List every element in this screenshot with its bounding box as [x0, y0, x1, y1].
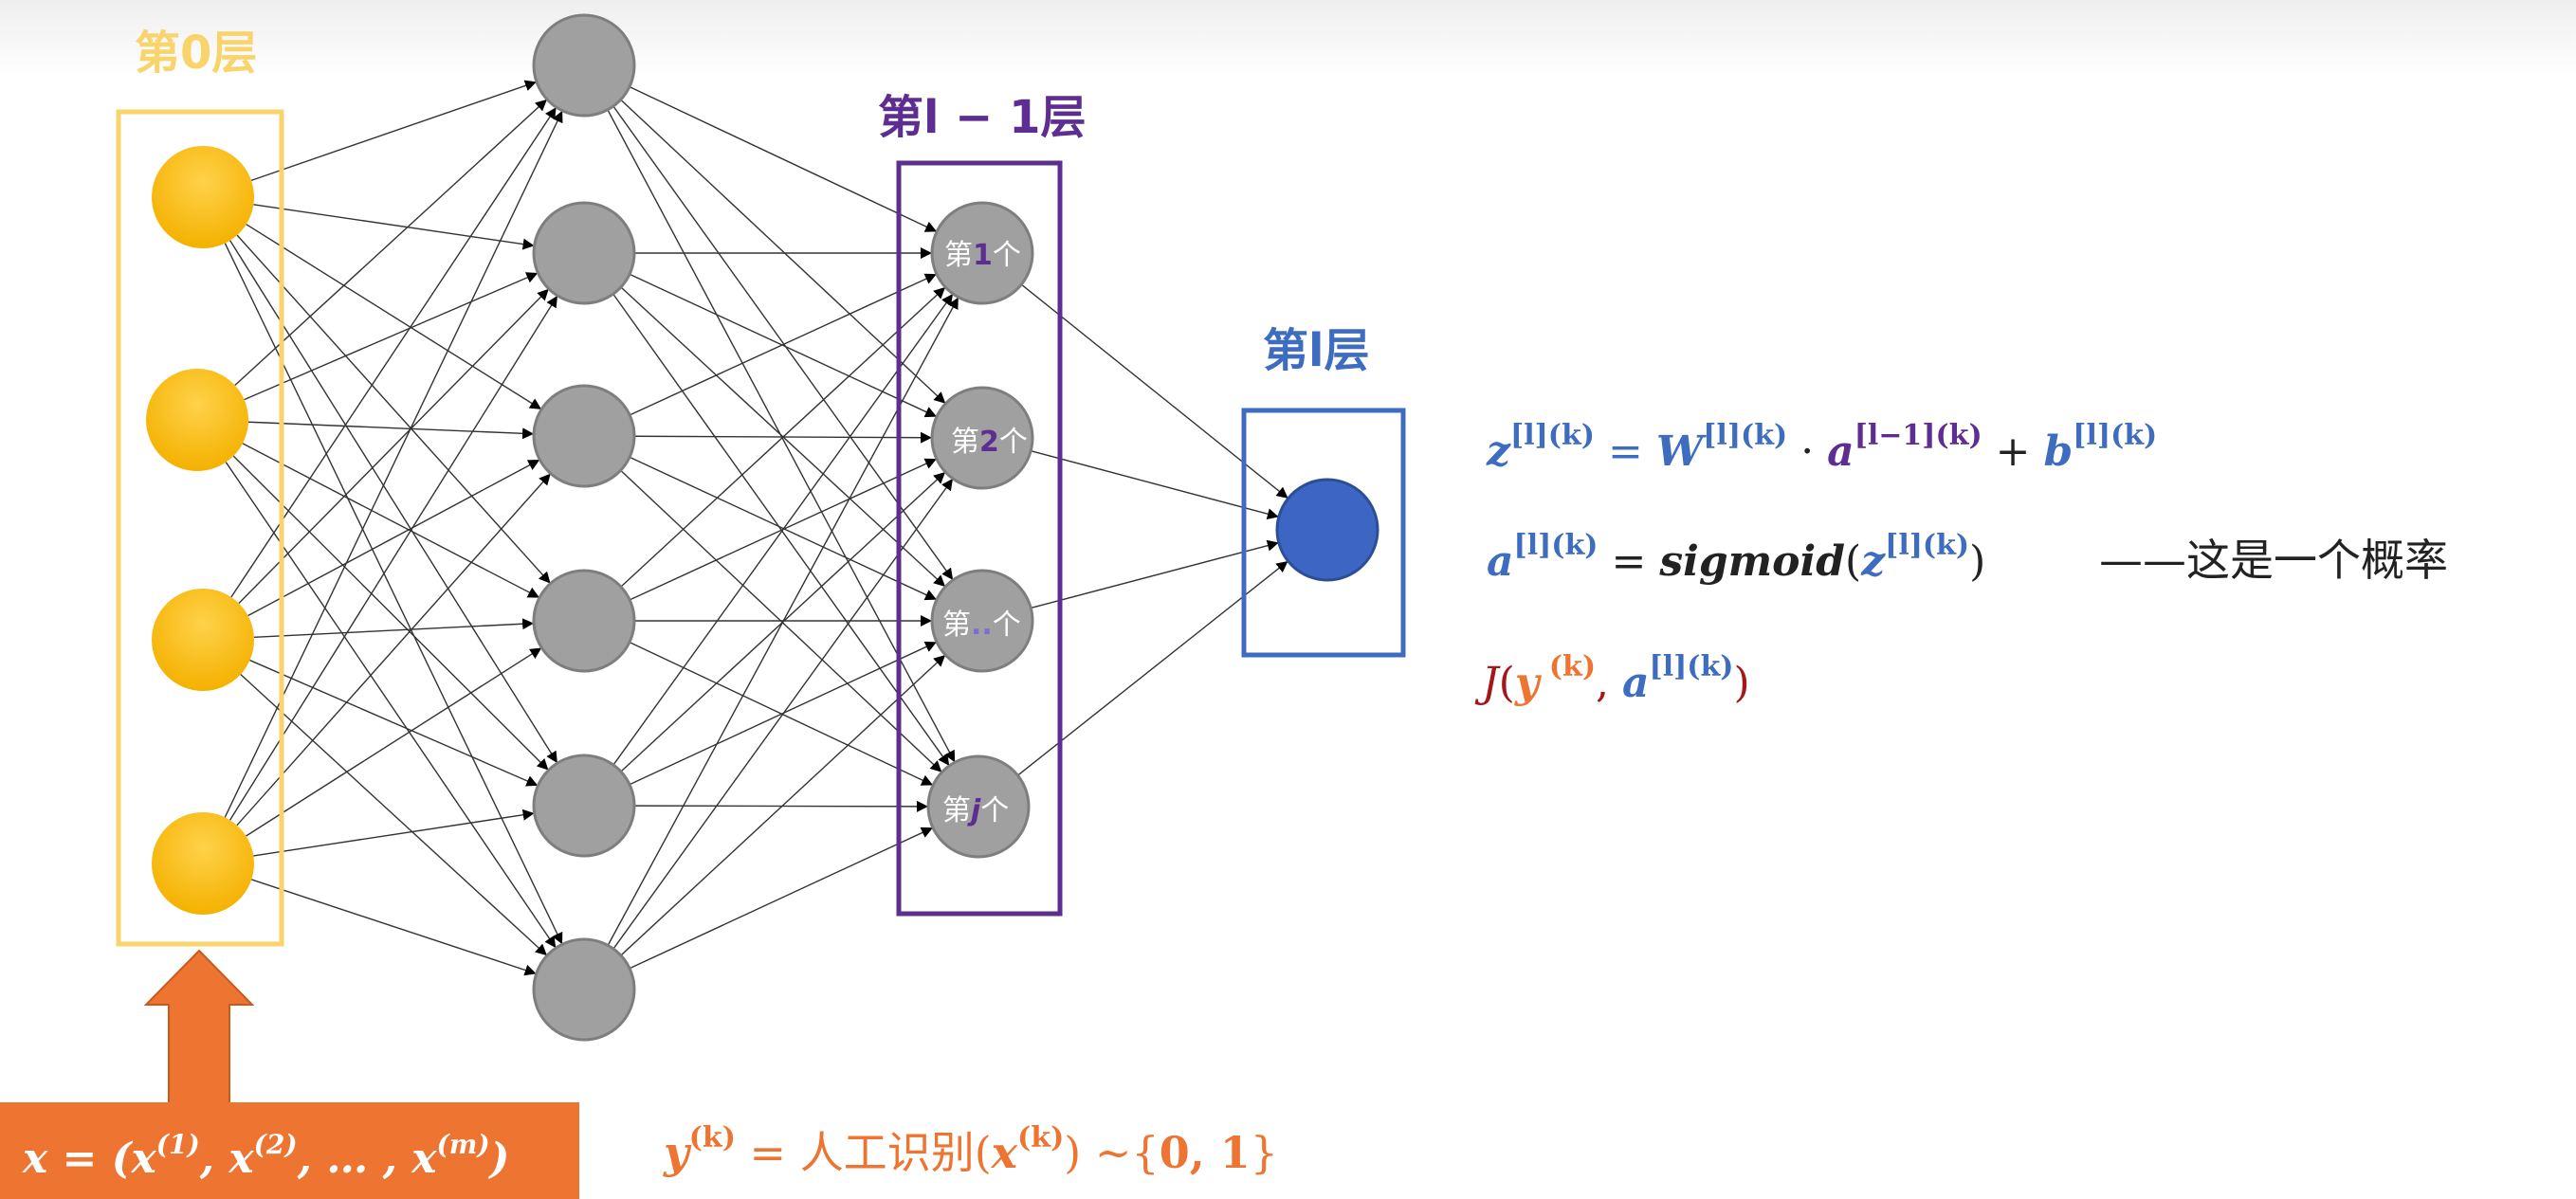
connections	[224, 80, 1289, 976]
connection-line	[630, 86, 938, 233]
connection-line	[244, 272, 539, 401]
connection-line	[230, 106, 557, 598]
input-vector-box	[0, 1102, 579, 1199]
hidden-node	[532, 754, 636, 858]
hidden-node	[532, 569, 636, 673]
connection-line	[612, 106, 954, 581]
connection-line	[621, 654, 946, 955]
output-layer-title: 第l层	[1263, 324, 1369, 377]
connection-line	[620, 100, 946, 405]
input-layer	[146, 146, 254, 915]
prev-node-1	[930, 201, 1034, 305]
connection-line	[246, 646, 542, 837]
connection-line	[229, 240, 558, 764]
output-node	[1275, 478, 1379, 582]
label-formula: y(k) = 人工识别(x(k)) ~{0, 1}	[663, 1121, 1278, 1178]
connection-line	[620, 470, 942, 773]
hidden-node	[532, 201, 636, 305]
connection-line	[232, 455, 549, 772]
hidden-node	[532, 937, 636, 1042]
input-node	[152, 146, 254, 248]
neuron-label-2: 第2个	[951, 426, 1028, 459]
connection-line	[630, 827, 934, 969]
probability-note: ——这是一个概率	[2099, 535, 2448, 586]
connection-line	[229, 295, 558, 821]
connection-line	[249, 659, 539, 787]
output-layer-box	[1241, 408, 1406, 658]
connection-line	[242, 443, 540, 599]
layer0-title: 第0层	[135, 27, 257, 80]
prev-node-dots	[930, 569, 1034, 673]
connection-line	[630, 274, 938, 418]
z-formula: z[l](k) = W[l](k) · a[l−1](k) + b[l](k)	[1486, 419, 2157, 476]
connection-line	[1031, 450, 1279, 520]
connection-line	[613, 478, 954, 949]
prev-node-2	[930, 386, 1034, 490]
connection-line	[250, 80, 538, 182]
input-node	[152, 589, 254, 691]
connection-line	[240, 674, 548, 956]
connection-line	[612, 293, 954, 765]
input-node	[146, 369, 248, 471]
connection-line	[621, 286, 946, 587]
prev-node-j	[926, 754, 1031, 859]
top-shade	[0, 0, 2576, 76]
neuron-label-dots: 第..个	[942, 609, 1021, 642]
connection-line	[630, 273, 938, 416]
connection-line	[251, 879, 537, 976]
connection-line	[253, 618, 535, 639]
neuron-label-1: 第1个	[944, 239, 1021, 272]
connection-line	[1032, 539, 1279, 609]
a-formula: a[l](k) = sigmoid(z[l](k))	[1487, 529, 1985, 586]
prev-layer	[926, 201, 1034, 859]
connection-line	[247, 459, 540, 617]
hidden-node	[532, 384, 636, 488]
neuron-label-j: 第j个	[942, 794, 1009, 827]
connection-line	[234, 99, 548, 387]
connection-line	[253, 808, 535, 857]
input-node	[152, 812, 254, 915]
loss-formula: J(y (k), a[l](k))	[1474, 650, 1750, 707]
connection-line	[247, 421, 535, 440]
connection-line	[236, 473, 552, 827]
up-arrow-icon	[143, 949, 255, 1106]
hidden-layer	[532, 13, 636, 1042]
connection-line	[238, 288, 550, 605]
connection-line	[253, 204, 535, 250]
connection-line	[246, 224, 542, 410]
connection-line	[224, 110, 563, 818]
connection-line	[236, 234, 552, 585]
input-vector-formula: x = (x(1), x(2), … , x(m))	[22, 1129, 509, 1183]
input-layer-box	[116, 109, 284, 947]
prev-layer-box	[896, 160, 1063, 917]
hidden-node	[532, 13, 636, 118]
prev-layer-title: 第l − 1层	[878, 91, 1087, 144]
